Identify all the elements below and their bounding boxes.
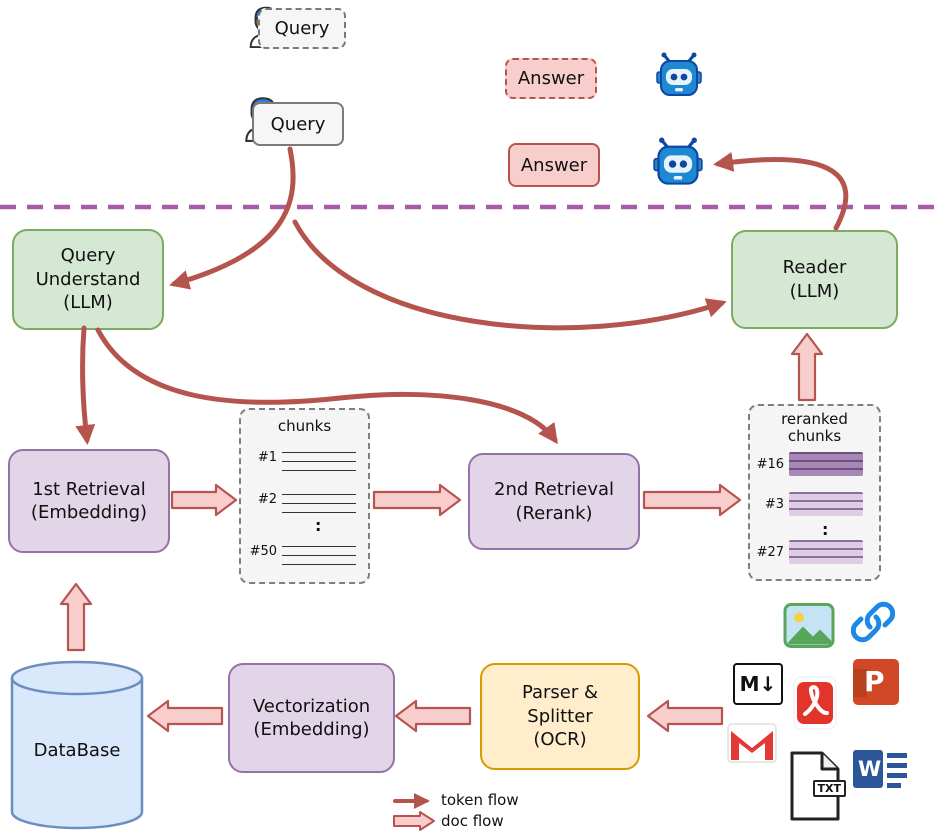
reranked-title: reranked chunks xyxy=(781,410,848,446)
arrow-understand-to-first-retrieval xyxy=(75,325,96,445)
doc-arrow-reranked-to-reader xyxy=(790,332,824,402)
image-file-icon xyxy=(783,602,835,649)
rank-bar xyxy=(789,540,863,564)
second-retrieval-label: 2nd Retrieval (Rerank) xyxy=(494,479,614,524)
doc-arrow-second-retrieval-to-reranked xyxy=(642,483,742,517)
query-label: Query xyxy=(270,113,326,135)
reranked-row: #16 xyxy=(756,452,863,476)
legend-doc-arrow xyxy=(393,811,435,831)
database-cylinder: DataBase xyxy=(8,658,146,832)
answer-draft-box: Answer xyxy=(505,58,597,99)
chunk-row: #2 xyxy=(249,486,356,513)
pdf-icon xyxy=(793,676,837,730)
legend-doc-flow: doc flow xyxy=(441,812,504,830)
reader-label: Reader (LLM) xyxy=(782,257,847,302)
reranked-ellipsis: : xyxy=(822,520,829,539)
doc-arrow-vectorization-to-database xyxy=(146,699,224,733)
chunks-title: chunks xyxy=(277,417,332,435)
first-retrieval-node: 1st Retrieval (Embedding) xyxy=(8,449,170,553)
chunks-panel: chunks #1 #2 : #50 xyxy=(239,408,370,584)
legend-token-flow: token flow xyxy=(441,791,519,809)
doc-arrow-database-to-first-retrieval xyxy=(59,582,93,652)
parser-splitter-node: Parser & Splitter (OCR) xyxy=(480,663,640,770)
reranked-row: #3 xyxy=(756,492,863,516)
chunks-ellipsis: : xyxy=(315,516,322,535)
vectorization-node: Vectorization (Embedding) xyxy=(228,663,395,773)
query-understand-label: Query Understand (LLM) xyxy=(35,245,141,314)
doc-arrow-parser-to-vectorization xyxy=(394,699,472,733)
reranked-chunks-panel: reranked chunks #16 #3 : #27 xyxy=(748,404,881,581)
reader-node: Reader (LLM) xyxy=(731,230,898,329)
answer-label: Answer xyxy=(520,154,588,176)
robot-icon xyxy=(655,52,703,100)
robot-icon xyxy=(652,137,704,189)
answer-draft-label: Answer xyxy=(517,68,585,89)
powerpoint-icon: P xyxy=(851,653,901,709)
text-lines xyxy=(282,486,356,513)
arrow-query-to-understand xyxy=(169,146,296,290)
second-retrieval-node: 2nd Retrieval (Rerank) xyxy=(468,453,640,550)
query-draft-box: Query xyxy=(258,8,346,49)
answer-box: Answer xyxy=(508,143,600,187)
word-icon: W xyxy=(853,740,907,798)
link-icon xyxy=(851,597,895,647)
doc-arrow-first-retrieval-to-chunks xyxy=(170,483,238,517)
markdown-icon: M↓ xyxy=(733,663,783,705)
chunk-row: #1 xyxy=(249,444,356,471)
arrow-query-to-reader xyxy=(292,219,727,331)
doc-arrow-files-to-parser xyxy=(646,699,724,733)
text-lines xyxy=(282,444,356,471)
arrow-reader-to-answer xyxy=(713,152,849,231)
first-retrieval-label: 1st Retrieval (Embedding) xyxy=(30,478,148,523)
text-lines xyxy=(282,538,356,565)
parser-splitter-label: Parser & Splitter (OCR) xyxy=(521,682,599,751)
query-box: Query xyxy=(252,102,344,146)
txt-file-icon: TXT xyxy=(786,750,846,822)
vectorization-label: Vectorization (Embedding) xyxy=(252,695,371,740)
gmail-icon xyxy=(727,720,777,766)
database-label: DataBase xyxy=(33,740,121,761)
reranked-row: #27 xyxy=(756,540,863,564)
chunk-row: #50 xyxy=(249,538,356,565)
rank-bar xyxy=(789,452,863,476)
rank-bar xyxy=(789,492,863,516)
query-understand-node: Query Understand (LLM) xyxy=(12,229,164,330)
query-draft-label: Query xyxy=(274,18,330,39)
doc-arrow-chunks-to-second-retrieval xyxy=(372,483,462,517)
